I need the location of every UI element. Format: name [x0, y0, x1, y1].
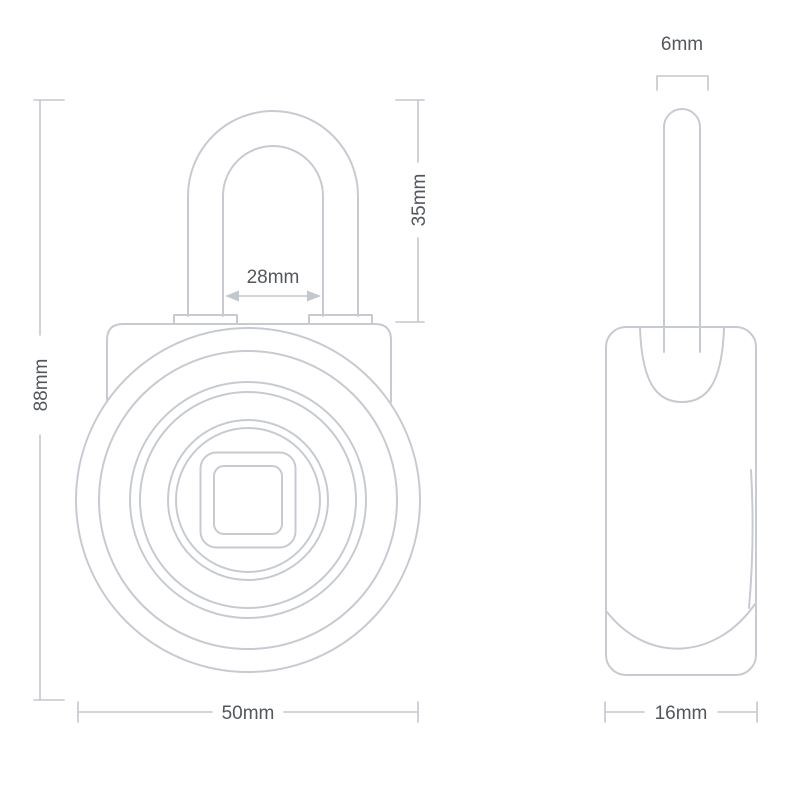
- dim-shackle-diameter: 6mm: [656, 34, 709, 91]
- side-body: [605, 326, 757, 676]
- shackle-boss-left: [173, 314, 238, 325]
- label-shackle-diameter: 6mm: [661, 34, 703, 55]
- body-ring-4: [167, 419, 329, 581]
- body-ring-3: [139, 391, 357, 609]
- fingerprint-sensor-inner: [213, 465, 283, 535]
- side-bottom-contour: [606, 603, 756, 650]
- dimensions: 88mm 35mm 28mm: [31, 34, 758, 724]
- dim-arrow-left: [225, 290, 239, 302]
- body-top-plate: [106, 323, 392, 403]
- dim-side-width: 16mm: [604, 701, 758, 724]
- body-ring-1: [98, 350, 398, 650]
- front-view: [75, 110, 421, 673]
- shackle-inner-outline: [222, 145, 324, 317]
- shackle-outer-outline: [187, 110, 359, 317]
- fingerprint-sensor-outer: [199, 451, 297, 549]
- side-shackle-collar: [639, 327, 725, 403]
- label-shackle-inner-width: 28mm: [247, 267, 300, 288]
- side-shackle-bar: [663, 108, 701, 353]
- dim-shackle-inner-width: 28mm: [225, 267, 321, 302]
- label-shackle-height: 35mm: [409, 174, 430, 227]
- dim-arrow-right: [307, 290, 321, 302]
- body-ring-2: [129, 381, 367, 619]
- side-view: [605, 108, 757, 676]
- shackle-boss-right: [308, 314, 373, 325]
- dim-front-height: 88mm: [31, 99, 65, 701]
- dim-shackle-height: 35mm: [395, 99, 430, 323]
- body-outer-circle: [75, 327, 421, 673]
- label-front-height: 88mm: [31, 359, 52, 412]
- label-front-width: 50mm: [222, 703, 275, 724]
- label-side-width: 16mm: [655, 703, 708, 724]
- dim-front-width: 50mm: [77, 701, 419, 724]
- side-edge-seam: [748, 469, 754, 609]
- body-ring-5: [175, 427, 321, 573]
